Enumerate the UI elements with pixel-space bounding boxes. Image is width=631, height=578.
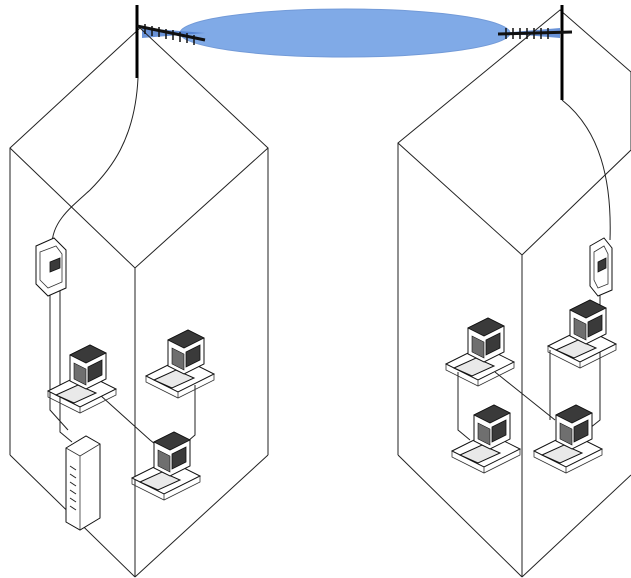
workstation-icon xyxy=(47,344,117,414)
lan-cable-diagonal xyxy=(99,394,161,449)
left-building-roof xyxy=(9,27,269,269)
antenna-to-bridge-cable xyxy=(51,77,139,246)
workstation-icon xyxy=(451,404,521,474)
workstation-icon xyxy=(533,404,603,474)
wireless-link xyxy=(142,8,560,58)
right-building-base-left xyxy=(397,454,523,578)
right-lan-cable-2 xyxy=(494,371,556,421)
workstation-icon xyxy=(547,299,617,369)
workstation-icon xyxy=(445,317,515,387)
antenna-icon xyxy=(497,5,573,100)
left-building xyxy=(9,27,269,578)
left-building-base-right xyxy=(134,454,269,578)
right-building-base-right xyxy=(521,474,631,578)
server-icon xyxy=(65,435,101,531)
wireless-beam xyxy=(179,8,511,58)
antenna-icon xyxy=(135,5,206,78)
bridge-drop-cable xyxy=(59,290,73,443)
wireless-bridge-icon xyxy=(589,237,613,297)
lan-cable-left xyxy=(49,290,69,431)
workstation-icon xyxy=(131,431,201,501)
right-lan-cable-3 xyxy=(457,372,471,441)
antenna-to-bridge-cable-right xyxy=(561,99,611,241)
wireless-bridge-icon xyxy=(35,237,67,297)
workstation-icon xyxy=(145,329,215,399)
right-network-cables xyxy=(457,99,611,441)
